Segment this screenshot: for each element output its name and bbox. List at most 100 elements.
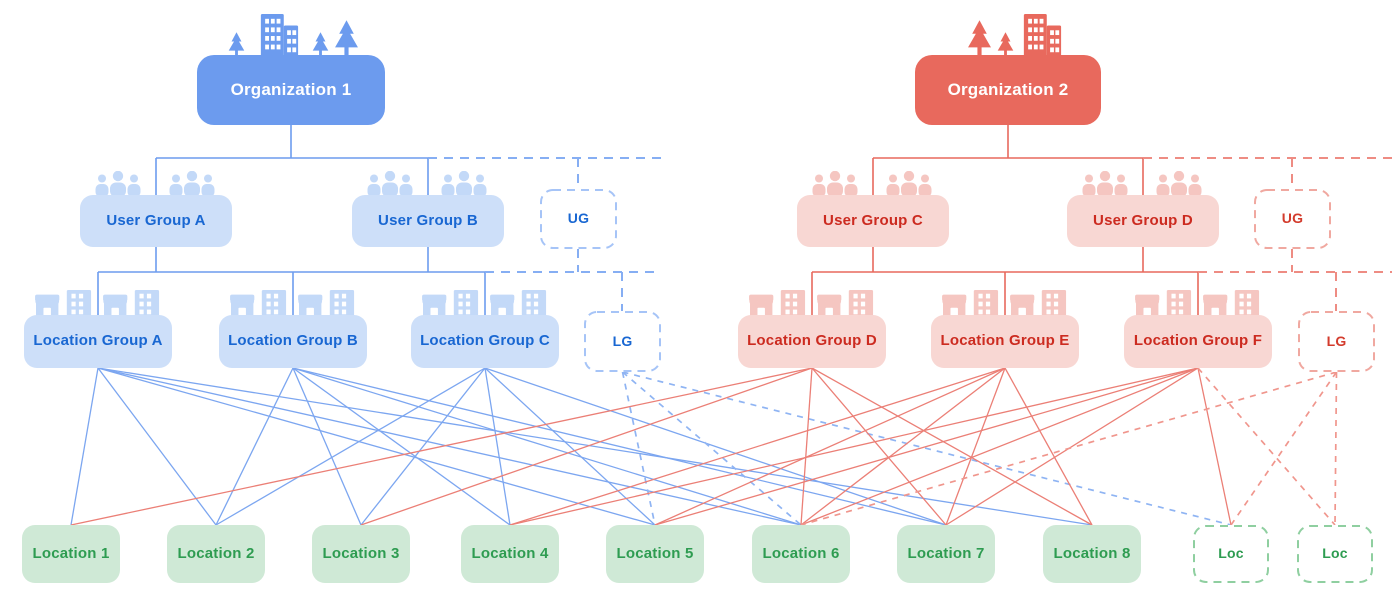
location-7-box: Location 7 xyxy=(897,525,995,583)
connector-line xyxy=(800,371,1337,526)
ug-placeholder-red-box: UG xyxy=(1254,189,1331,249)
connector-line xyxy=(97,367,1093,526)
location-group-d-label: Location Group D xyxy=(747,332,877,350)
people-group-icon xyxy=(1156,171,1202,197)
people-group-icon xyxy=(95,171,141,197)
location-group-c-label: Location Group C xyxy=(420,332,550,350)
people-group-icon xyxy=(1082,171,1128,197)
connector-line xyxy=(1197,367,1336,526)
location-1-label: Location 1 xyxy=(32,544,110,562)
connector-line xyxy=(1334,371,1338,526)
connector-line xyxy=(215,367,486,526)
connector-line xyxy=(360,367,486,526)
lg-placeholder-red-label: LG xyxy=(1326,332,1347,349)
location-group-a-label: Location Group A xyxy=(33,332,163,350)
user-group-c-label: User Group C xyxy=(823,211,923,229)
people-group-icon xyxy=(367,171,413,197)
connector-line xyxy=(622,371,1232,526)
connector-line xyxy=(945,367,1006,526)
connector-line xyxy=(1004,367,1093,526)
org-2-label: Organization 2 xyxy=(947,79,1069,99)
org-1-box: Organization 1 xyxy=(197,55,385,125)
storefront-buildings-icon xyxy=(103,290,160,318)
location-3-box: Location 3 xyxy=(312,525,410,583)
lg-placeholder-blue-label: LG xyxy=(612,332,633,349)
location-group-b-box: Location Group B xyxy=(219,315,367,368)
user-group-b-box: User Group B xyxy=(352,195,504,247)
connector-line xyxy=(509,367,1006,526)
ug-placeholder-blue-box: UG xyxy=(540,189,617,249)
storefront-buildings-icon xyxy=(1135,290,1192,318)
connector-line xyxy=(292,367,802,526)
connector-line xyxy=(97,367,656,526)
org-2-skyline-icon xyxy=(968,14,1062,58)
connector-line xyxy=(70,367,99,526)
location-group-f-label: Location Group F xyxy=(1133,332,1263,350)
location-2-label: Location 2 xyxy=(177,544,255,562)
location-5-label: Location 5 xyxy=(616,544,694,562)
connector-line xyxy=(292,367,947,526)
people-group-icon xyxy=(886,171,932,197)
location-7-label: Location 7 xyxy=(907,544,985,562)
storefront-buildings-icon xyxy=(422,290,479,318)
connector-line xyxy=(215,367,294,526)
connector-line xyxy=(292,367,511,526)
loc-placeholder-2-label: Loc xyxy=(1322,545,1348,562)
location-group-b-label: Location Group B xyxy=(228,332,358,350)
location-4-box: Location 4 xyxy=(461,525,559,583)
connector-line xyxy=(811,367,947,526)
storefront-buildings-icon xyxy=(490,290,547,318)
lg-placeholder-blue-box: LG xyxy=(584,311,661,372)
location-3-label: Location 3 xyxy=(322,544,400,562)
people-group-icon xyxy=(169,171,215,197)
connector-line xyxy=(484,367,511,526)
connector-line xyxy=(800,367,1199,526)
connector-line xyxy=(811,367,1093,526)
storefront-buildings-icon xyxy=(230,290,287,318)
connector-line xyxy=(800,367,813,526)
location-6-label: Location 6 xyxy=(762,544,840,562)
storefront-buildings-icon xyxy=(817,290,874,318)
storefront-buildings-icon xyxy=(942,290,999,318)
loc-placeholder-1-box: Loc xyxy=(1193,525,1269,583)
user-group-d-box: User Group D xyxy=(1067,195,1219,247)
connector-line xyxy=(654,367,1199,526)
location-6-box: Location 6 xyxy=(752,525,850,583)
connector-line xyxy=(97,367,802,526)
connector-line xyxy=(70,367,813,526)
org-1-label: Organization 1 xyxy=(230,79,352,99)
storefront-buildings-icon xyxy=(1203,290,1260,318)
connector-line xyxy=(1230,371,1338,526)
user-group-c-box: User Group C xyxy=(797,195,949,247)
location-group-e-label: Location Group E xyxy=(940,332,1070,350)
location-group-d-box: Location Group D xyxy=(738,315,886,368)
connector-line xyxy=(509,367,1199,526)
connector-line xyxy=(621,371,656,526)
ug-placeholder-blue-label: UG xyxy=(567,210,590,227)
ug-placeholder-red-label: UG xyxy=(1281,210,1304,227)
org-1-skyline-icon xyxy=(228,14,358,58)
location-group-c-box: Location Group C xyxy=(411,315,559,368)
location-1-box: Location 1 xyxy=(22,525,120,583)
people-group-icon xyxy=(812,171,858,197)
connector-line xyxy=(292,367,362,526)
connector-line xyxy=(484,367,947,526)
lg-placeholder-red-box: LG xyxy=(1298,311,1375,372)
connector-line xyxy=(484,367,656,526)
storefront-buildings-icon xyxy=(1010,290,1067,318)
connector-line xyxy=(654,367,1006,526)
location-8-label: Location 8 xyxy=(1053,544,1131,562)
connector-line xyxy=(945,367,1199,526)
user-group-d-label: User Group D xyxy=(1093,211,1193,229)
user-group-a-box: User Group A xyxy=(80,195,232,247)
location-8-box: Location 8 xyxy=(1043,525,1141,583)
connector-line xyxy=(800,367,1006,526)
connector-line xyxy=(621,371,802,526)
user-group-a-label: User Group A xyxy=(106,211,206,229)
loc-placeholder-2-box: Loc xyxy=(1297,525,1373,583)
connector-line xyxy=(97,367,217,526)
user-group-b-label: User Group B xyxy=(378,211,478,229)
storefront-buildings-icon xyxy=(298,290,355,318)
location-5-box: Location 5 xyxy=(606,525,704,583)
